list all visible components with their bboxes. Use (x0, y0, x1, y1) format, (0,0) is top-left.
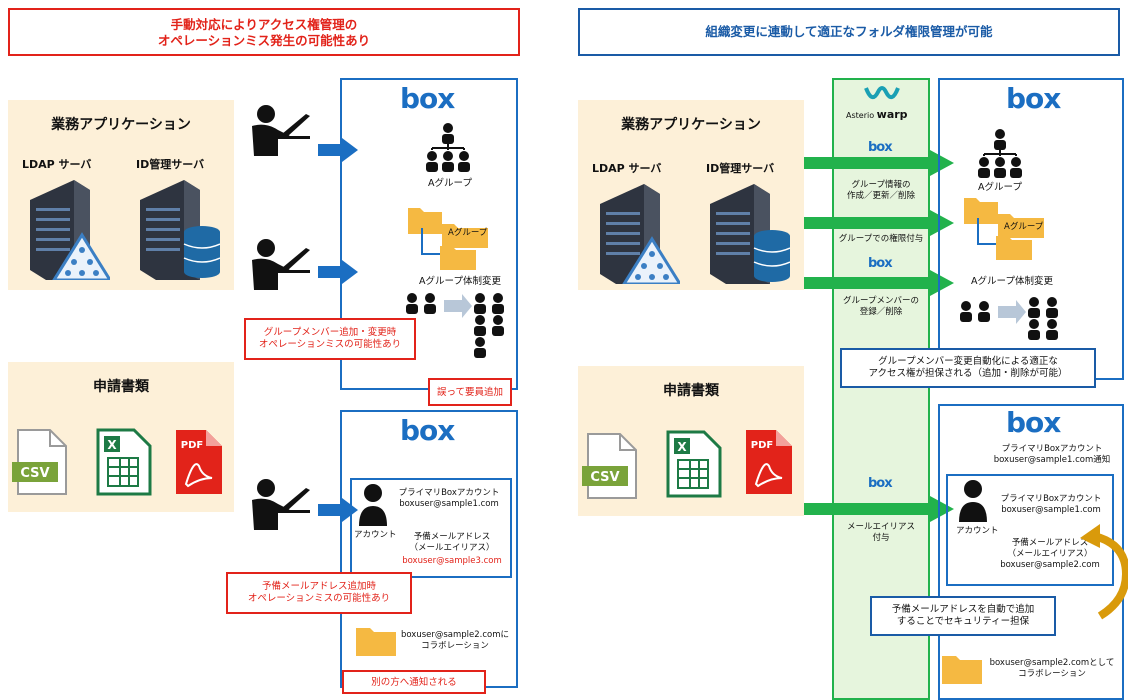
primary-account: プライマリBoxアカウント boxuser@sample1.com (398, 488, 500, 509)
callout-notify: 別の方へ通知される (342, 670, 486, 694)
box-logo: box (1006, 406, 1061, 439)
folder-group-label: Aグループ (1004, 222, 1044, 232)
left-ldap-label: LDAP サーバ (22, 158, 92, 171)
group-change-label: Aグループ体制変更 (971, 276, 1053, 287)
alias-label: 予備メールアドレス （メールエイリアス） (409, 532, 495, 553)
arrow-icon (318, 260, 358, 284)
left-header: 手動対応によりアクセス権管理の オペレーションミス発生の可能性あり (8, 8, 520, 56)
group-change-label: Aグループ体制変更 (419, 276, 501, 287)
svg-text:CSV: CSV (20, 466, 49, 481)
callout-auto-member: グループメンバー変更自動化による適正な アクセス権が担保される（追加・削除が可能… (840, 348, 1096, 388)
right-biz-app-panel: 業務アプリケーション LDAP サーバ ID管理サーバ (578, 100, 804, 290)
alias-label: 予備メールアドレス （メールエイリアス） boxuser@sample2.com (1000, 538, 1100, 570)
warp-label-4: メールエイリアス 付与 (846, 522, 915, 543)
box-logo: box (1006, 82, 1061, 115)
excel-icon: X (666, 430, 722, 498)
svg-text:X: X (107, 438, 117, 452)
group-org-icon (426, 123, 470, 172)
operator-person-icon-1 (252, 105, 310, 156)
csv-icon: CSV (12, 429, 67, 495)
folder-tree-icon (964, 198, 1044, 260)
id-server-icon (710, 184, 790, 284)
member-change-icon (406, 293, 504, 358)
right-header: 組織変更に連動して適正なフォルダ権限管理が可能 (578, 8, 1120, 56)
primary-account-notify: プライマリBoxアカウント boxuser@sample1.com通知 (993, 444, 1111, 465)
warp-brand-word: warp (876, 108, 908, 121)
pdf-icon: PDF (746, 430, 792, 494)
box-mini-logo: box (868, 476, 893, 491)
operator-person-icon-3 (252, 479, 310, 530)
green-arrow-icon (804, 496, 954, 522)
right-docs-title: 申請書類 (663, 383, 719, 399)
folder-tree-icon (408, 208, 488, 270)
svg-text:X: X (677, 440, 687, 454)
folder-icon (942, 656, 982, 684)
warp-label-1: グループ情報の 作成／更新／削除 (846, 180, 915, 201)
folder-group-label: Aグループ (448, 228, 488, 238)
group-label: Aグループ (428, 178, 472, 189)
left-biz-app-title: 業務アプリケーション (51, 117, 191, 133)
right-account-frame (946, 474, 1114, 586)
warp-logo-icon (864, 86, 900, 100)
box-mini-logo: box (868, 140, 893, 155)
csv-icon: CSV (582, 433, 637, 499)
account-label: アカウント (956, 526, 999, 536)
callout-member-error: グループメンバー追加・変更時 オペレーションミスの可能性あり (244, 318, 416, 360)
pdf-icon: PDF (176, 430, 222, 494)
box-logo: box (400, 82, 455, 115)
callout-alias-auto: 予備メールアドレスを自動で追加 することでセキュリティー担保 (870, 596, 1056, 636)
green-arrow-icon (804, 150, 954, 176)
account-person-icon (359, 484, 387, 526)
account-person-icon (959, 480, 987, 522)
alias-address: boxuser@sample3.com (402, 556, 502, 566)
collab-label: boxuser@sample2.comとして コラボレーション (989, 658, 1115, 679)
auto-cycle-arrow-icon (1080, 524, 1128, 620)
warp-brand-name: Asterio (846, 111, 875, 120)
callout-wrong-add: 誤って要員追加 (428, 378, 512, 406)
left-idm-label: ID管理サーバ (136, 158, 205, 171)
group-org-icon (978, 129, 1022, 178)
folder-icon (356, 628, 396, 656)
warp-label-2: グループでの権限付与 (838, 234, 924, 244)
green-arrow-icon (804, 270, 954, 296)
primary-account: プライマリBoxアカウント boxuser@sample1.com (1000, 494, 1102, 515)
member-change-icon (960, 297, 1058, 340)
box-logo: box (400, 414, 455, 447)
svg-text:PDF: PDF (181, 440, 203, 451)
collab-label: boxuser@sample2.comに コラボレーション (400, 630, 510, 651)
left-docs-title: 申請書類 (93, 379, 149, 395)
warp-brand: Asterio warp (846, 108, 908, 121)
id-server-icon (140, 180, 220, 280)
arrow-icon (318, 138, 358, 162)
svg-text:CSV: CSV (590, 470, 619, 485)
right-ldap-label: LDAP サーバ (592, 162, 662, 175)
left-biz-app-panel: 業務アプリケーション LDAP サーバ ID管理サーバ (8, 100, 234, 290)
right-idm-label: ID管理サーバ (706, 162, 775, 175)
ldap-server-icon (600, 184, 680, 284)
left-account-frame (350, 478, 512, 578)
callout-alias-error: 予備メールアドレス追加時 オペレーションミスの可能性あり (226, 572, 412, 614)
excel-icon: X (96, 428, 152, 496)
arrow-icon (318, 498, 358, 522)
green-arrow-icon (804, 210, 954, 236)
warp-label-3: グループメンバーの 登録／削除 (843, 296, 919, 317)
svg-text:PDF: PDF (751, 440, 773, 451)
box-mini-logo: box (868, 256, 893, 271)
right-biz-app-title: 業務アプリケーション (621, 117, 761, 133)
ldap-server-icon (30, 180, 110, 280)
operator-person-icon-2 (252, 239, 310, 290)
account-label: アカウント (354, 530, 397, 540)
group-label: Aグループ (978, 182, 1022, 193)
